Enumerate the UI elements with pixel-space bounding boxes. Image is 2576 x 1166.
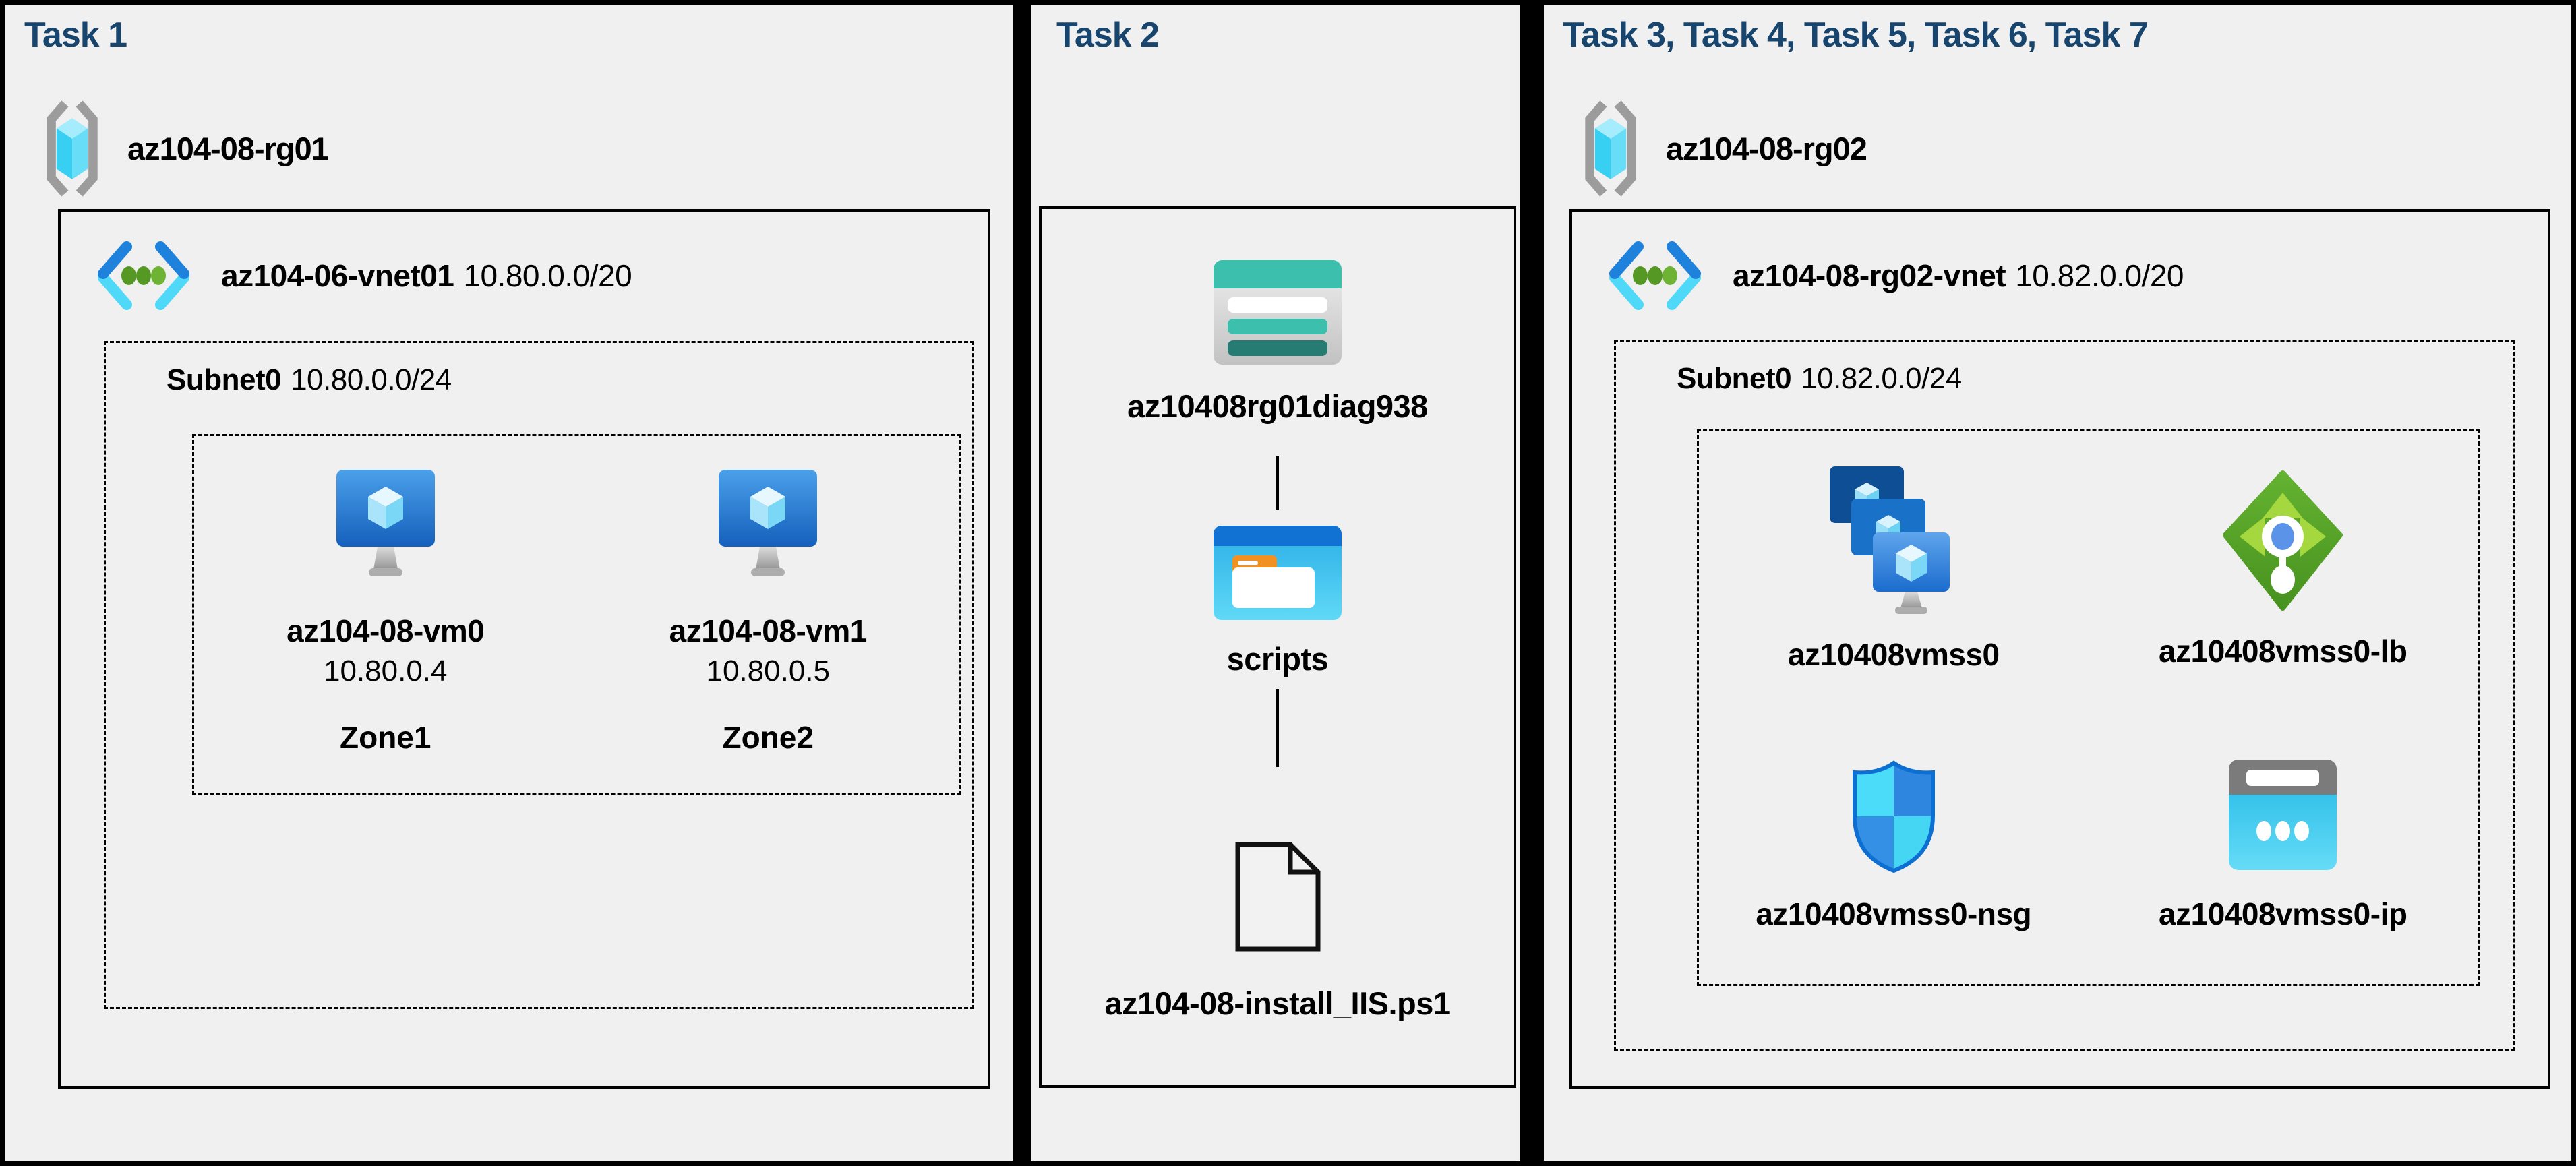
subnet0-name: Subnet0 xyxy=(167,363,282,396)
resource-group-name: az104-08-rg02 xyxy=(1666,131,1867,166)
connector-line xyxy=(1276,689,1279,767)
public-ip-name: az10408vmss0-ip xyxy=(2159,896,2407,931)
blob-container-icon xyxy=(1214,526,1342,620)
subnet0-cidr: 10.80.0.0/24 xyxy=(291,363,452,396)
subnet0-label-rg02: Subnet0 10.82.0.0/24 xyxy=(1677,362,1962,396)
vm0-ip: 10.80.0.4 xyxy=(323,654,448,687)
nsg-item: az10408vmss0-nsg xyxy=(1699,708,2089,984)
network-security-group-icon xyxy=(1849,760,1938,874)
task1-title: Task 1 xyxy=(24,16,127,55)
task3-7-title: Task 3, Task 4, Task 5, Task 6, Task 7 xyxy=(1563,16,2149,55)
subnet0-name: Subnet0 xyxy=(1677,362,1792,395)
task3-7-panel: Task 3, Task 4, Task 5, Task 6, Task 7 a… xyxy=(1544,5,2571,1161)
vm0-name: az104-08-vm0 xyxy=(287,613,485,648)
vm0-zone: Zone1 xyxy=(340,720,431,755)
script-file-name: az104-08-install_IIS.ps1 xyxy=(1104,985,1451,1021)
resource-group-name: az104-08-rg01 xyxy=(127,131,329,166)
vmss-item: az10408vmss0 xyxy=(1699,431,2089,708)
vm-zone-box: az104-08-vm0 10.80.0.4 Zone1 az104-08-vm… xyxy=(192,434,961,795)
virtual-network-icon xyxy=(1605,240,1706,311)
vm0-item: az104-08-vm0 10.80.0.4 Zone1 xyxy=(287,436,485,793)
public-ip-item: az10408vmss0-ip xyxy=(2089,708,2478,984)
connector-line xyxy=(1276,456,1279,510)
nsg-name: az10408vmss0-nsg xyxy=(1756,896,2032,931)
rg02-vnet-name: az104-08-rg02-vnet xyxy=(1733,257,2006,293)
subnet0-cidr: 10.82.0.0/24 xyxy=(1801,362,1962,395)
subnet0-label-rg01: Subnet0 10.80.0.0/24 xyxy=(167,363,452,397)
vnet01-name: az104-06-vnet01 xyxy=(221,257,454,293)
script-file-icon xyxy=(1232,841,1323,952)
load-balancer-name: az10408vmss0-lb xyxy=(2159,634,2407,669)
vnet01-cidr: 10.80.0.0/20 xyxy=(463,257,632,293)
subnet0-box-rg01: Subnet0 10.80.0.0/24 az104-08-vm0 10.80.0… xyxy=(104,341,974,1009)
load-balancer-icon xyxy=(2222,470,2343,611)
storage-box: az10408rg01diag938 scripts az104-08-inst… xyxy=(1039,206,1516,1088)
resource-group-icon xyxy=(1581,100,1640,197)
public-ip-icon xyxy=(2229,760,2337,874)
vm1-name: az104-08-vm1 xyxy=(669,613,868,648)
virtual-machine-icon xyxy=(717,470,818,578)
resource-group-icon xyxy=(42,100,102,197)
vm1-ip: 10.80.0.5 xyxy=(706,654,830,687)
virtual-network-icon xyxy=(93,240,194,311)
vm1-item: az104-08-vm1 10.80.0.5 Zone2 xyxy=(669,436,867,793)
load-balancer-item: az10408vmss0-lb xyxy=(2089,431,2478,708)
container-name: scripts xyxy=(1226,641,1329,677)
storage-account-icon xyxy=(1214,260,1342,365)
task2-panel: Task 2 az10408rg01diag938 scripts az104-… xyxy=(1031,5,1520,1161)
vmss-resources-box: az10408vmss0 az10408vmss0-lb az10408vmss… xyxy=(1697,429,2480,986)
storage-account-name: az10408rg01diag938 xyxy=(1127,388,1428,424)
task2-title: Task 2 xyxy=(1056,16,1160,55)
resource-group-rg02: az104-08-rg02 xyxy=(1581,100,1867,197)
resource-group-rg01: az104-08-rg01 xyxy=(42,100,329,197)
vm1-zone: Zone2 xyxy=(722,720,814,755)
vm-scale-set-icon xyxy=(1830,466,1958,615)
vmss-name: az10408vmss0 xyxy=(1787,637,2000,672)
subnet0-box-rg02: Subnet0 10.82.0.0/24 az10408vmss0 az10408… xyxy=(1614,340,2515,1051)
virtual-machine-icon xyxy=(335,470,436,578)
rg02-vnet-cidr: 10.82.0.0/20 xyxy=(2015,257,2184,293)
